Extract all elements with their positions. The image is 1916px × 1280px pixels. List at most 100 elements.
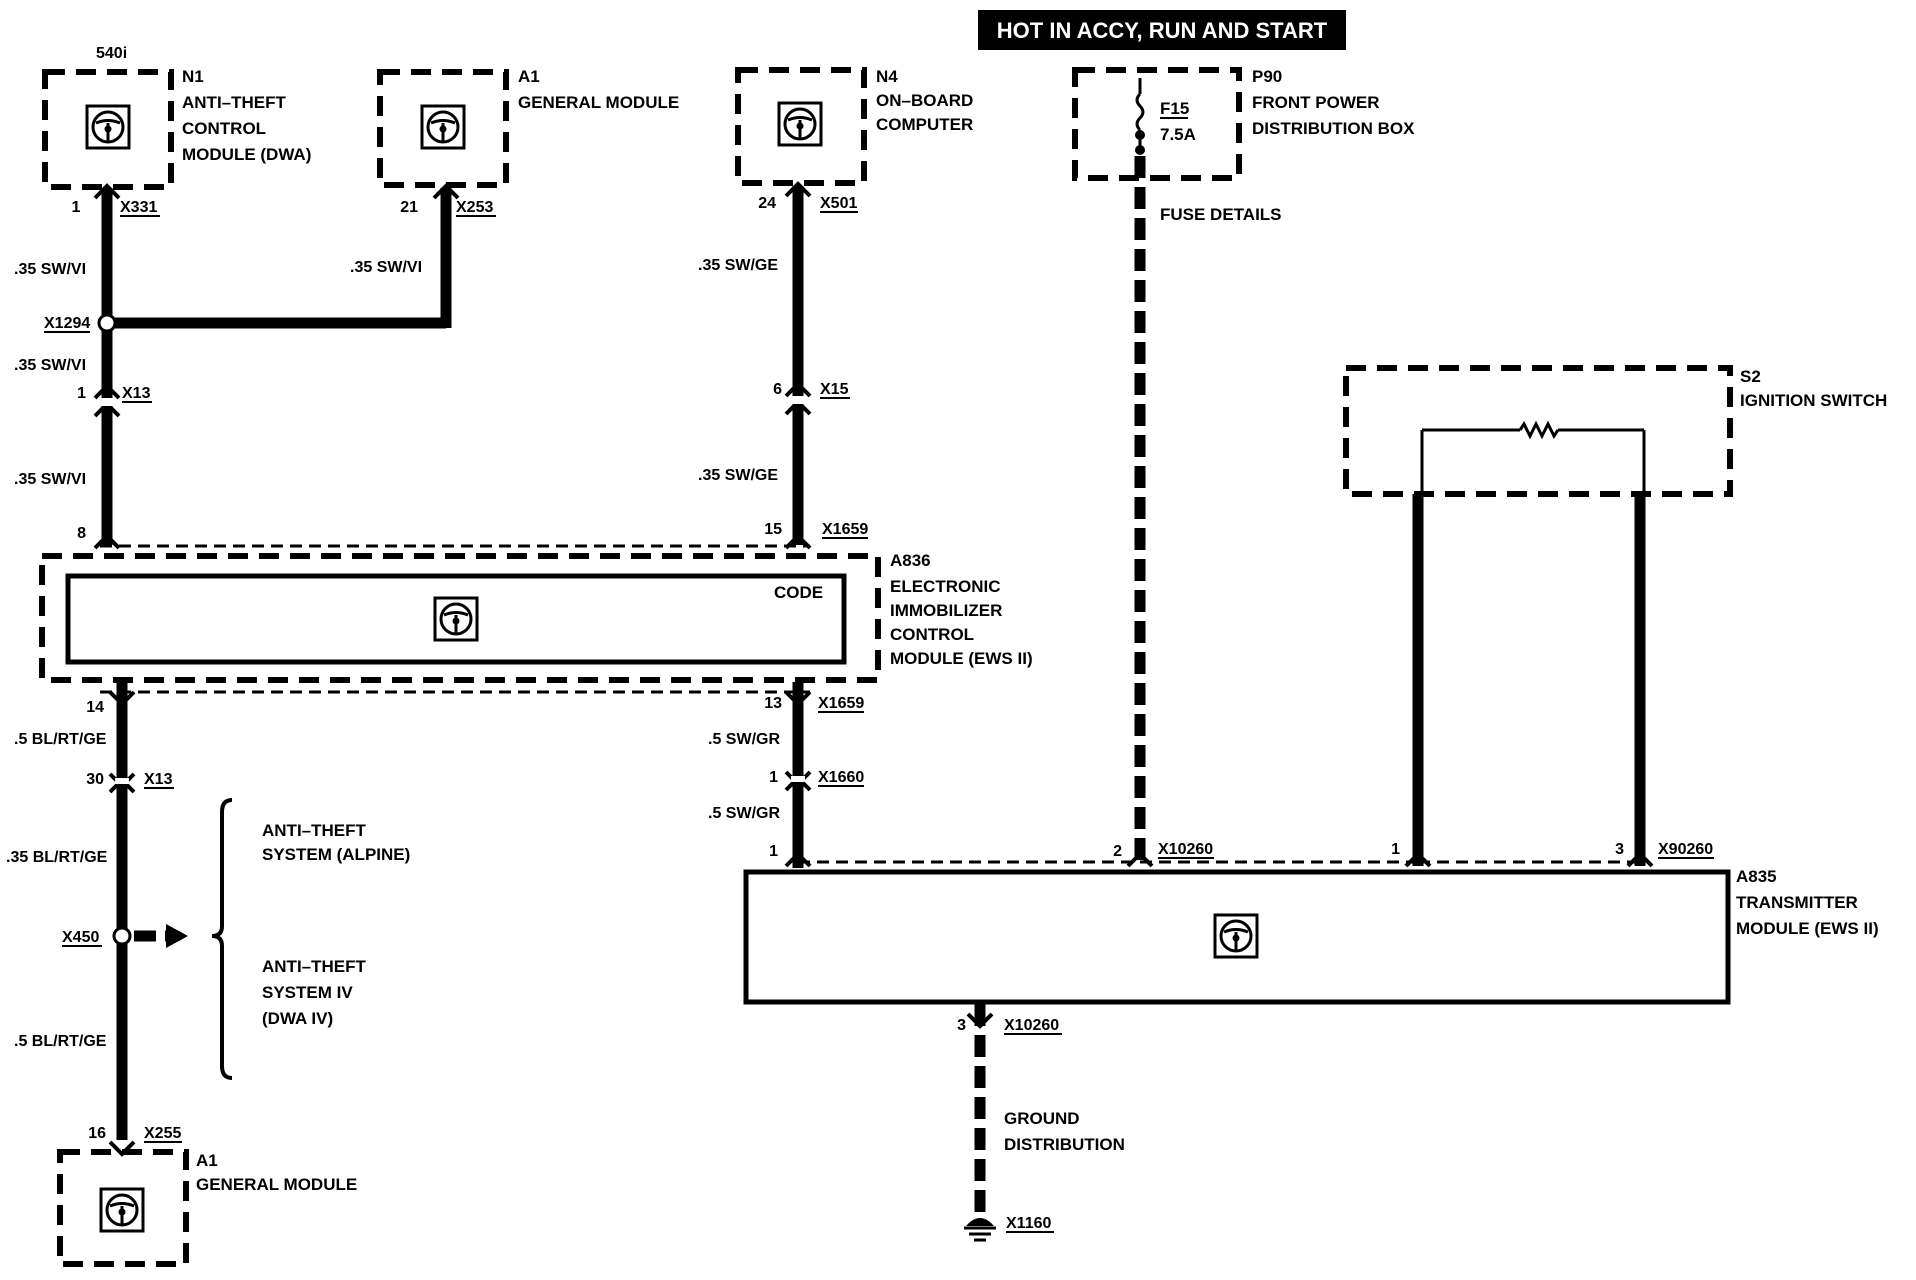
splice-x1294-label: X1294 — [44, 315, 90, 332]
a1-general-module-top: A1 GENERAL MODULE 21 X253 — [377, 67, 679, 217]
splice-x450-label: X450 — [62, 929, 99, 946]
x1660-label: X1660 — [818, 769, 864, 786]
splice-x450 — [112, 926, 132, 946]
n1-name-line3: MODULE (DWA) — [182, 145, 311, 164]
a1-top-id: A1 — [518, 67, 540, 86]
wire-n4-to-ews: .35 SW/GE 6 X15 .35 SW/GE 15 X1659 — [698, 181, 868, 550]
wire-label-n1: .35 SW/VI — [14, 261, 86, 278]
p90-name-line2: DISTRIBUTION BOX — [1252, 119, 1415, 138]
n1-id: N1 — [182, 67, 204, 86]
wire-label-ews-x13: .5 BL/RT/GE — [14, 731, 107, 748]
n1-name-line2: CONTROL — [182, 119, 266, 138]
n1-module-icon — [85, 104, 131, 150]
ews-pin-13: 13 — [764, 695, 782, 712]
a836-dashed-boundary — [39, 553, 881, 683]
a835-pin-1: 1 — [769, 843, 778, 860]
a835-name-line2: MODULE (EWS II) — [1736, 919, 1879, 938]
x10260-bottom-label: X10260 — [1004, 1017, 1059, 1034]
n4-connector: X501 — [820, 195, 857, 212]
n4-on-board-computer: N4 ON–BOARD COMPUTER 24 X501 — [735, 67, 973, 213]
wire-ews-to-transmitter: 13 X1659 .5 SW/GR 1 X1660 .5 SW/GR 1 — [708, 682, 864, 868]
wire-label-n4: .35 SW/GE — [698, 257, 778, 274]
n4-module-icon — [777, 101, 823, 147]
a836-name-line1: ELECTRONIC — [890, 577, 1001, 596]
n4-id: N4 — [876, 67, 898, 86]
resistor-symbol — [1518, 420, 1560, 440]
power-banner: HOT IN ACCY, RUN AND START — [978, 10, 1346, 50]
p90-id: P90 — [1252, 67, 1282, 86]
a1-top-pin: 21 — [400, 199, 418, 216]
n1-name-line1: ANTI–THEFT — [182, 93, 287, 112]
ews-pin-8: 8 — [77, 525, 86, 542]
s2-name: IGNITION SWITCH — [1740, 391, 1887, 410]
a835-module-icon — [1213, 913, 1259, 959]
a1-bottom-id: A1 — [196, 1151, 218, 1170]
x10260-top-label: X10260 — [1158, 841, 1213, 858]
s2-id: S2 — [1740, 367, 1761, 386]
ground-distribution-line1: GROUND — [1004, 1109, 1080, 1128]
p90-front-power-distribution-box: F15 7.5A P90 FRONT POWER DISTRIBUTION BO… — [1072, 67, 1415, 224]
a1-bottom-connector: X255 — [144, 1125, 181, 1142]
n4-name-line1: ON–BOARD — [876, 91, 973, 110]
x15-label: X15 — [820, 381, 849, 398]
p90-dashed-boundary — [1072, 67, 1242, 181]
brace-symbol — [211, 798, 233, 1080]
a1-bottom-dashed-boundary — [57, 1149, 189, 1267]
n4-name-line2: COMPUTER — [876, 115, 973, 134]
n4-dashed-boundary — [735, 67, 867, 186]
a836-name-line2: IMMOBILIZER — [890, 601, 1002, 620]
x15-pin: 6 — [773, 381, 782, 398]
a1-top-dashed-boundary — [377, 69, 509, 188]
fuse-rating: 7.5A — [1160, 125, 1196, 144]
fuse-details-note: FUSE DETAILS — [1160, 205, 1282, 224]
x90260-pin-1: 1 — [1391, 841, 1400, 858]
s2-ignition-switch: S2 IGNITION SWITCH — [1343, 365, 1887, 497]
ground-wire: 3 X10260 GROUND DISTRIBUTION X1160 — [957, 1004, 1125, 1242]
ground-distribution-line2: DISTRIBUTION — [1004, 1135, 1125, 1154]
a1-general-module-bottom: A1 GENERAL MODULE — [57, 1149, 357, 1267]
a1-top-module-icon — [420, 104, 466, 150]
fuse-id: F15 — [1160, 99, 1189, 118]
fuse-icon — [1135, 92, 1145, 132]
wire-label-x13-ews: .35 SW/VI — [14, 471, 86, 488]
x1659-out-label: X1659 — [818, 695, 864, 712]
a1-bottom-pin: 16 — [88, 1125, 106, 1142]
x10260-bottom-pin: 3 — [957, 1017, 966, 1034]
x13-bottom-label: X13 — [144, 771, 173, 788]
ground-symbol-icon — [964, 1218, 996, 1242]
a1-top-name: GENERAL MODULE — [518, 93, 679, 112]
alpine-line1: ANTI–THEFT — [262, 821, 367, 840]
anti-theft-systems-note: ANTI–THEFT SYSTEM (ALPINE) ANTI–THEFT SY… — [211, 798, 410, 1080]
alpine-line2: SYSTEM (ALPINE) — [262, 845, 410, 864]
wire-ignition-to-transmitter: 1 3 X90260 — [1391, 494, 1714, 868]
s2-dashed-boundary — [1343, 365, 1733, 497]
a836-id: A836 — [890, 551, 931, 570]
wire-label-x1294-x13: .35 SW/VI — [14, 357, 86, 374]
x1659-in-label: X1659 — [822, 521, 868, 538]
a836-name-line3: CONTROL — [890, 625, 974, 644]
x1160-label: X1160 — [1006, 1215, 1051, 1232]
a1-top-connector: X253 — [456, 199, 493, 216]
wire-n1-to-ews: .35 SW/VI .35 SW/VI X1294 .35 SW/VI 1 X1… — [14, 183, 460, 550]
wire-label-a1-top: .35 SW/VI — [350, 259, 422, 276]
x13-top-label: X13 — [122, 385, 151, 402]
ews-pin-14: 14 — [86, 699, 104, 716]
n1-pin: 1 — [72, 199, 81, 216]
a1-bottom-name: GENERAL MODULE — [196, 1175, 357, 1194]
ews-pin-15: 15 — [764, 521, 782, 538]
x13-top-pin: 1 — [77, 385, 86, 402]
x90260-label: X90260 — [1658, 841, 1713, 858]
wire-fuse-to-transmitter: 2 X10260 — [1113, 156, 1214, 868]
dwa-line1: ANTI–THEFT — [262, 957, 367, 976]
a835-transmitter-module: A835 TRANSMITTER MODULE (EWS II) — [743, 860, 1879, 1005]
wire-label-x13-x450: .35 BL/RT/GE — [6, 849, 108, 866]
p90-name-line1: FRONT POWER — [1252, 93, 1380, 112]
variant-label: 540i — [96, 45, 127, 62]
n1-dashed-boundary — [42, 69, 174, 190]
x1660-pin: 1 — [769, 769, 778, 786]
x90260-pin-3: 3 — [1615, 841, 1624, 858]
a836-immobilizer-control-module: CODE A836 ELECTRONIC IMMOBILIZER CONTROL… — [39, 544, 1033, 694]
a835-name-line1: TRANSMITTER — [1736, 893, 1858, 912]
n1-connector: X331 — [120, 199, 157, 216]
